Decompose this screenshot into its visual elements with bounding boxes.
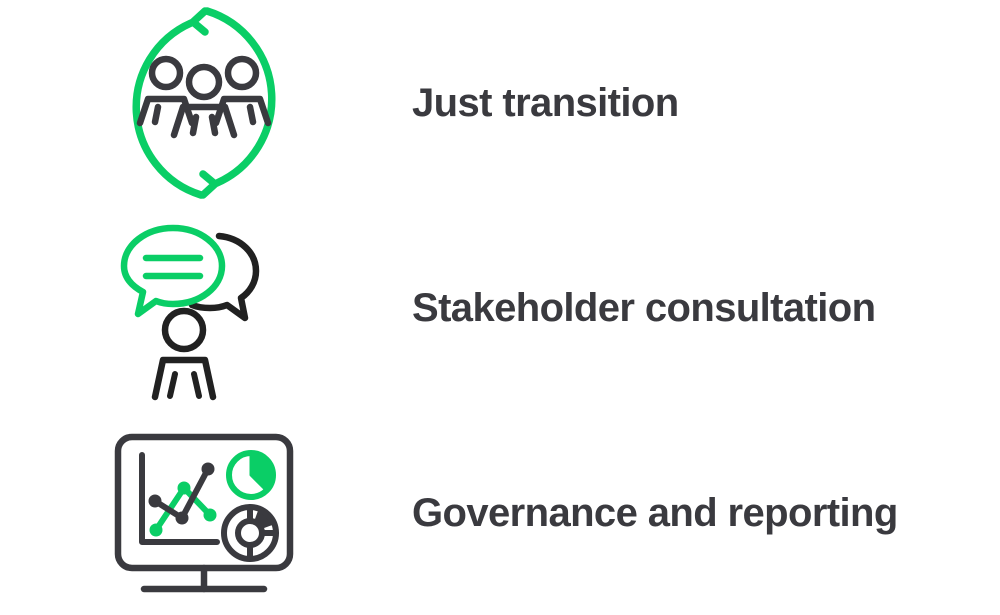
label-cell-stakeholder-consultation: Stakeholder consultation: [400, 205, 1000, 410]
icon-cell-just-transition: [0, 0, 400, 205]
icon-cell-stakeholder-consultation: [0, 205, 400, 410]
icon-cell-governance-and-reporting: [0, 410, 400, 615]
dark-speech-bubble: [188, 232, 260, 321]
feature-item-stakeholder-consultation: Stakeholder consultation: [0, 205, 1000, 410]
green-speech-bubble: [120, 224, 226, 317]
people-circular-arrows-icon: [132, 6, 276, 199]
feature-label-just-transition: Just transition: [412, 80, 679, 125]
feature-label-stakeholder-consultation: Stakeholder consultation: [412, 285, 876, 330]
label-cell-just-transition: Just transition: [400, 0, 1000, 205]
speech-bubble-lines: [142, 254, 204, 279]
feature-item-governance-and-reporting: Governance and reporting: [0, 410, 1000, 615]
line-chart-dark-points: [148, 462, 215, 524]
person-figure: [151, 307, 217, 400]
donut-chart: [221, 503, 279, 562]
chart-axes: [139, 451, 220, 545]
line-chart-green-points: [149, 481, 217, 536]
circular-arrows: [132, 6, 276, 199]
monitor-charts-icon: [114, 433, 294, 592]
label-cell-governance-and-reporting: Governance and reporting: [400, 410, 1000, 615]
person-body-folds: [167, 370, 202, 399]
feature-label-governance-and-reporting: Governance and reporting: [412, 490, 898, 535]
monitor-frame: [114, 433, 294, 592]
feature-item-just-transition: Just transition: [0, 0, 1000, 205]
three-people: [136, 55, 272, 138]
person-speech-bubbles-icon: [120, 224, 260, 400]
pie-chart: [226, 449, 276, 500]
